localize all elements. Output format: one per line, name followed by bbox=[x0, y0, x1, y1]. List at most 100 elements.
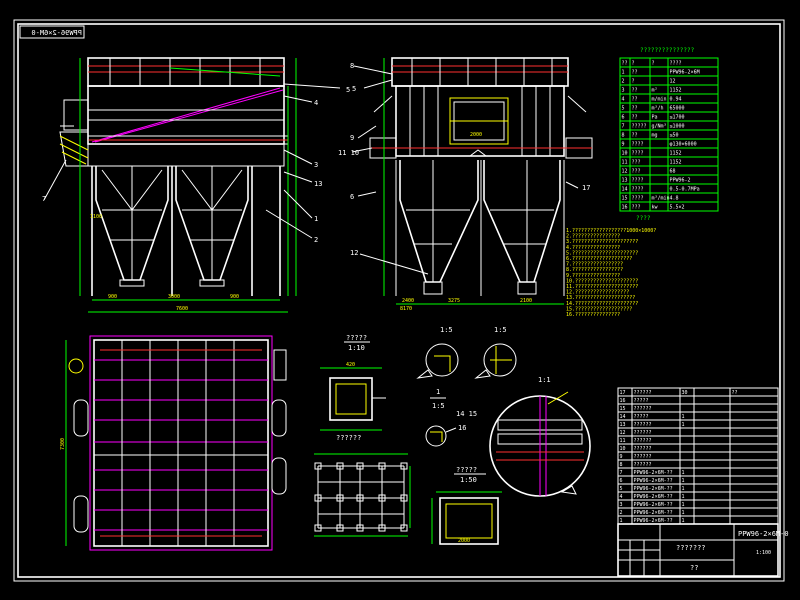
svg-text:3275: 3275 bbox=[448, 298, 460, 304]
detail-circle-c: 1 1:5 bbox=[430, 388, 446, 410]
detail-2-title: ?????? bbox=[336, 434, 361, 442]
note-line: 13.???????????????????? bbox=[566, 295, 635, 301]
parts-list-cell: ?????? bbox=[634, 406, 652, 412]
tech-table-cell: m³/min bbox=[652, 196, 670, 202]
parts-list-cell: ????? bbox=[634, 414, 649, 420]
tech-table-cell: PPW96-2 bbox=[670, 178, 691, 184]
svg-text:2400: 2400 bbox=[402, 298, 414, 304]
parts-list-cell: 8 bbox=[620, 462, 623, 468]
technical-notes: ???? 1.??????????????????1000×1000?2.???… bbox=[566, 215, 656, 318]
tech-table-cell: 6 bbox=[622, 115, 625, 121]
tech-table-cell: Pa bbox=[652, 115, 658, 121]
callout-17: 17 bbox=[582, 184, 590, 192]
detail-b-scale: 1:5 bbox=[494, 326, 507, 334]
parts-list-cell: 30 bbox=[682, 390, 688, 396]
tech-table-cell: 68 bbox=[670, 169, 676, 175]
parts-list-cell: PPW96-2×6M-?? bbox=[634, 470, 673, 476]
callout-9: 9 bbox=[350, 134, 354, 142]
parts-list-cell: 15 bbox=[620, 406, 626, 412]
tech-table-cell: 7 bbox=[622, 124, 625, 130]
outer-border bbox=[13, 19, 785, 582]
detail-1-title: ????? bbox=[346, 334, 367, 342]
parts-list-cell: ?????? bbox=[634, 446, 652, 452]
callout-13: 13 bbox=[314, 180, 322, 188]
parts-list-cell: 1 bbox=[620, 518, 623, 524]
parts-list: 17??????30??16?????15??????14?????113???… bbox=[617, 387, 779, 525]
tech-table-cell: 65000 bbox=[670, 106, 685, 112]
tech-table-cell: 5.5×2 bbox=[670, 205, 685, 211]
note-line: 14.????????????????????? bbox=[566, 301, 638, 307]
parts-list-cell: 2 bbox=[620, 510, 623, 516]
tech-table-cell: 4 bbox=[622, 97, 625, 103]
tech-table-cell: ???? bbox=[632, 187, 644, 193]
callout-5-side: 5 bbox=[352, 85, 356, 93]
tech-table-cell: ≤50 bbox=[670, 133, 679, 139]
parts-list-cell: 17 bbox=[620, 390, 626, 396]
tech-table-cell: 1 bbox=[622, 70, 625, 76]
title-block-code: PPW96-2×6M-0 bbox=[738, 530, 789, 538]
svg-text:900: 900 bbox=[108, 294, 117, 300]
parts-list-cell: 1 bbox=[682, 510, 685, 516]
callout-3: 3 bbox=[314, 161, 318, 169]
note-line: 8.????????????????? bbox=[566, 267, 623, 273]
parts-list-cell: 1 bbox=[682, 414, 685, 420]
parts-list-cell: ?? bbox=[732, 390, 738, 396]
svg-text:2100: 2100 bbox=[520, 298, 532, 304]
detail-circle-d: 14 15 16 bbox=[425, 410, 477, 447]
parts-list-cell: 10 bbox=[620, 446, 626, 452]
callout-4: 4 bbox=[314, 99, 318, 107]
parts-list-cell: 16 bbox=[620, 398, 626, 404]
detail-door: ????? 1:50 2000 bbox=[431, 466, 502, 545]
tech-table-cell: φ130×6000 bbox=[670, 142, 697, 148]
detail-c-label: 1 bbox=[436, 388, 440, 396]
tech-table-cell: 2 bbox=[622, 79, 625, 85]
tech-table-cell: ?? bbox=[632, 133, 638, 139]
tech-table-cell: 12 bbox=[622, 169, 628, 175]
note-line: 5.?????????????????????? bbox=[566, 250, 638, 256]
drawing-code-mirrored: PPW96-2×6M-0 bbox=[31, 29, 82, 37]
tech-table-cell: ? bbox=[632, 79, 635, 85]
tech-table-cell: ?? bbox=[632, 97, 638, 103]
tech-table-cell: ?? bbox=[632, 88, 638, 94]
parts-list-cell: 3 bbox=[620, 502, 623, 508]
tech-table-cell: ???? bbox=[632, 196, 644, 202]
parts-list-cell: PPW96-2×6M-?? bbox=[634, 510, 673, 516]
parts-list-cell: 1 bbox=[682, 470, 685, 476]
detail-flange: ????? 1:10 420 bbox=[320, 334, 386, 431]
parts-list-cell: PPW96-2×6M-?? bbox=[634, 518, 673, 524]
tech-table-cell: 1152 bbox=[670, 151, 682, 157]
tech-table-cell: ?? bbox=[632, 106, 638, 112]
tech-table-cell: 4.8 bbox=[670, 196, 679, 202]
callout-1: 1 bbox=[314, 215, 318, 223]
tech-table-cell: 15 bbox=[622, 196, 628, 202]
tech-table-cell: ??? bbox=[632, 160, 641, 166]
detail-d-tag: 16 bbox=[458, 424, 466, 432]
tech-table-cell: 1152 bbox=[670, 88, 682, 94]
parts-list-cell: PPW96-2×6M-?? bbox=[634, 494, 673, 500]
tech-table-cell: 8 bbox=[622, 133, 625, 139]
tech-table-cell: g/Nm³ bbox=[652, 124, 667, 130]
tech-table-header-cell: ? bbox=[632, 61, 635, 67]
tech-table-cell: 5 bbox=[622, 106, 625, 112]
tech-table-cell: ≤1700 bbox=[670, 115, 685, 121]
parts-list-cell: ?????? bbox=[634, 454, 652, 460]
tech-table-cell: 3 bbox=[622, 88, 625, 94]
tech-table-cell: ?? bbox=[632, 70, 638, 76]
tech-table-cell: 9 bbox=[622, 142, 625, 148]
parts-list-cell: 14 bbox=[620, 414, 626, 420]
svg-text:7300: 7300 bbox=[60, 438, 66, 450]
tech-table-cell: ???? bbox=[632, 178, 644, 184]
note-line: 7.????????????????? bbox=[566, 262, 623, 268]
note-line: 10.????????????????????? bbox=[566, 278, 638, 284]
tech-table-cell: 0.94 bbox=[670, 97, 682, 103]
note-line: 2.???????????????? bbox=[566, 234, 620, 240]
tech-table-cell: kw bbox=[652, 205, 659, 211]
detail-foundation: ?????? bbox=[314, 434, 411, 537]
parts-list-cell: 7 bbox=[620, 470, 623, 476]
parts-list-cell: 4 bbox=[620, 494, 623, 500]
svg-text:7600: 7600 bbox=[176, 306, 188, 312]
callout-11-10: 11 10 bbox=[338, 149, 359, 157]
callout-12: 12 bbox=[350, 249, 358, 257]
